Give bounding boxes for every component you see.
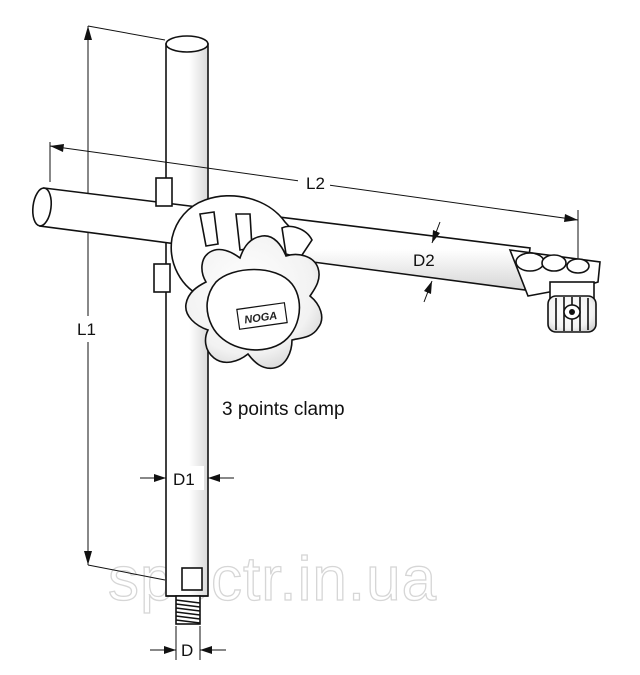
dimension-d2: D2 <box>413 221 441 303</box>
dimension-d: D <box>150 626 226 660</box>
label-d2: D2 <box>413 251 435 270</box>
clamp-caption: 3 points clamp <box>222 399 345 420</box>
noga-logo-text: NOGA <box>244 310 278 326</box>
threaded-stud <box>175 595 201 625</box>
dimension-d1: D1 <box>140 466 234 490</box>
noga-logo: NOGA <box>236 302 288 330</box>
watermark-text: spectr.in.ua <box>108 545 437 614</box>
label-l2: L2 <box>306 174 325 193</box>
star-knob-icon <box>185 235 323 370</box>
rod-end-clamp <box>508 249 601 303</box>
label-l1: L1 <box>77 320 96 339</box>
label-d: D <box>181 641 193 660</box>
small-knurled-knob-icon <box>547 295 597 333</box>
label-d1: D1 <box>173 470 195 489</box>
dimension-l2: L2 <box>49 142 579 258</box>
dimension-l1: L1 <box>72 25 166 581</box>
vertical-rod <box>165 35 209 597</box>
